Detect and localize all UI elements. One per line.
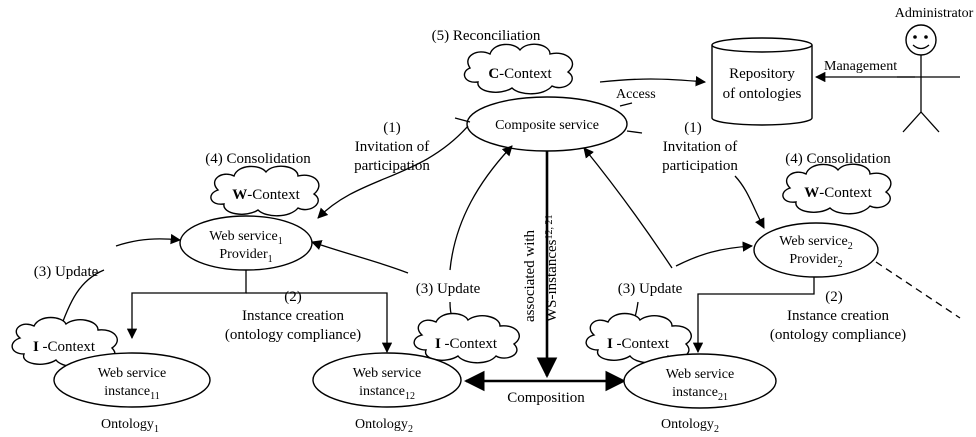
c-context-cloud: [463, 43, 574, 95]
left-invitation-num: (1): [383, 120, 401, 136]
left-i-context-cloud: [11, 316, 118, 368]
left-instance-num: (2): [284, 289, 302, 305]
left-invitation-line2: participation: [354, 158, 430, 174]
reconciliation-label: (5) Reconciliation: [432, 28, 541, 44]
right-invitation-num: (1): [684, 120, 702, 136]
right-update-arrow-up: [583, 147, 673, 269]
right-instance-arrow: [692, 277, 815, 354]
middle-update-arrow-left: [311, 240, 409, 274]
composite-tick-right2: [626, 130, 643, 134]
left-instance-line-b: instance11: [104, 384, 160, 402]
left-w-context-label: W-Context: [232, 187, 300, 203]
left-update-label: (3) Update: [34, 264, 99, 280]
left-w-context-cloud: [210, 165, 320, 217]
repository-cylinder-body: [711, 45, 813, 126]
left-instance-arrow-2: [246, 292, 393, 354]
right-invitation-line2: participation: [662, 158, 738, 174]
access-label: Access: [616, 87, 656, 102]
middle-i-context-label: I -Context: [435, 336, 498, 352]
right-web-service-label: Web service2: [779, 234, 852, 252]
repository-cylinder-top: [711, 37, 813, 53]
right-instance-num: (2): [825, 289, 843, 305]
right-instance-line-a: Web service: [666, 367, 734, 382]
right-consolidation-label: (4) Consolidation: [785, 151, 891, 167]
composition-label: Composition: [507, 390, 585, 406]
administrator-label: Administrator: [895, 6, 974, 21]
left-instance-line1: Instance creation: [242, 308, 345, 324]
left-invitation-line1: Invitation of: [355, 139, 430, 155]
management-label: Management: [824, 59, 897, 74]
right-web-service-ellipse: [753, 222, 879, 278]
right-w-context-label: W-Context: [804, 185, 872, 201]
association-line1: associated with: [522, 229, 538, 322]
composite-service-label: Composite service: [495, 118, 599, 133]
right-update-label: (3) Update: [618, 281, 683, 297]
repository-label-1: Repository: [729, 66, 795, 82]
left-ontology-label: Ontology1: [101, 417, 159, 435]
right-instance-line2: (ontology compliance): [770, 327, 906, 343]
composite-tick-left: [454, 117, 471, 123]
association-line2: WS-instances12, 21: [544, 215, 560, 322]
middle-ontology-label: Ontology2: [355, 417, 413, 435]
left-instance-line-a: Web service: [98, 366, 166, 381]
right-instance-line1: Instance creation: [787, 308, 890, 324]
right-ontology-label: Ontology2: [661, 417, 719, 435]
left-web-service-label: Web service1: [209, 229, 282, 247]
left-provider-label: Provider1: [219, 247, 272, 265]
composite-tick-right: [619, 102, 633, 107]
middle-instance-line-a: Web service: [353, 366, 421, 381]
left-consolidation-label: (4) Consolidation: [205, 151, 311, 167]
right-i-context-cloud: [585, 312, 692, 364]
middle-update-label: (3) Update: [416, 281, 481, 297]
left-update-arrow: [115, 233, 182, 247]
left-instance-arrow-1: [126, 270, 247, 340]
administrator-stick-figure-icon: [897, 24, 960, 133]
right-update-arrow-right: [675, 241, 754, 267]
left-i-context-label: I -Context: [33, 339, 96, 355]
access-arrow: [599, 75, 707, 87]
right-i-context-label: I -Context: [607, 336, 670, 352]
middle-update-arrow-up: [449, 145, 513, 271]
left-instance-ellipse: [53, 352, 211, 408]
left-instance-line2: (ontology compliance): [225, 327, 361, 343]
repository-label-2: of ontologies: [723, 86, 802, 102]
right-provider-label: Provider2: [789, 252, 842, 270]
middle-instance-ellipse: [312, 352, 462, 408]
right-instance-ellipse: [623, 353, 777, 409]
middle-instance-line-b: instance12: [359, 384, 415, 402]
left-invitation-arrow: [317, 125, 469, 219]
right-instance-line-b: instance21: [672, 385, 728, 403]
right-w-context-cloud: [782, 163, 892, 215]
right-invitation-arrow: [734, 175, 765, 229]
c-context-label: C-Context: [488, 66, 552, 82]
right-dashed-line: [875, 261, 961, 319]
right-invitation-line1: Invitation of: [663, 139, 738, 155]
